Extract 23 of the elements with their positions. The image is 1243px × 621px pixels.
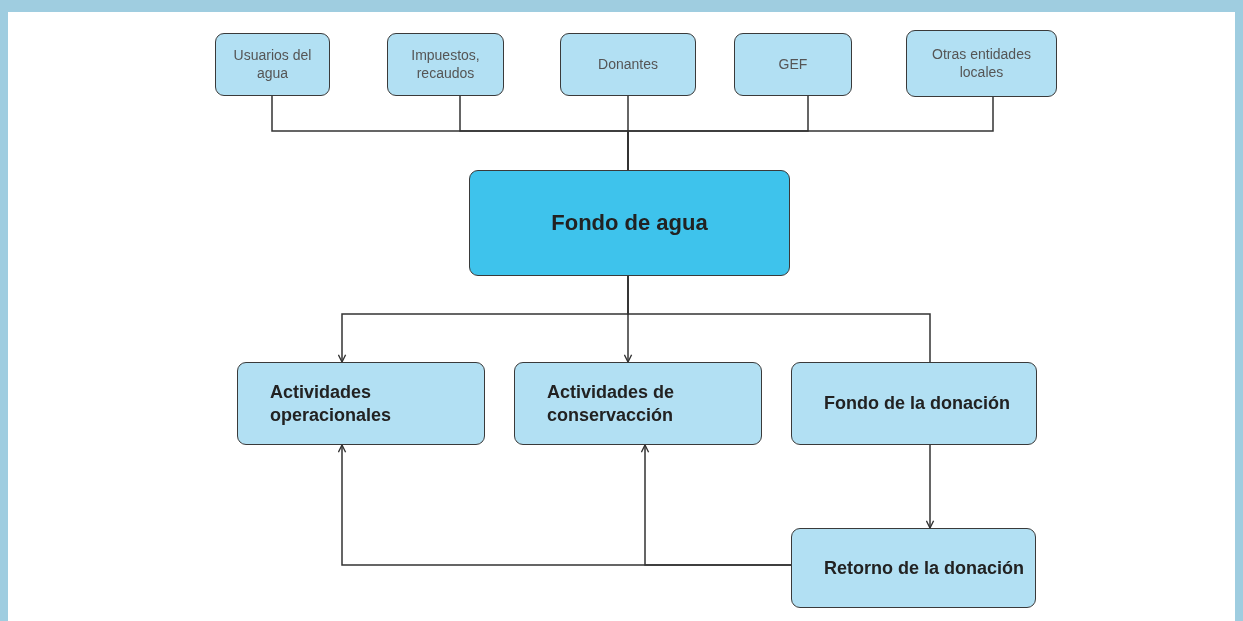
process-box: [387, 33, 504, 96]
process-box: [514, 362, 762, 445]
box-label: Donantes: [598, 55, 658, 74]
process-box: [215, 33, 330, 96]
box-label: Retorno de la donación: [824, 556, 1024, 580]
process-box: [734, 33, 852, 96]
box-label: Impuestos, recaudos: [410, 47, 481, 82]
process-box: [906, 30, 1057, 97]
box-label: Fondo de la donación: [824, 392, 1010, 415]
fund-box: [469, 170, 790, 276]
process-box: [791, 362, 1037, 445]
connector-line: [627, 275, 931, 363]
arrow: [640, 444, 792, 566]
process-box: [560, 33, 696, 96]
box-label: GEF: [778, 55, 808, 74]
process-box: [791, 528, 1036, 608]
box-label: Actividades operacionales: [270, 381, 393, 426]
box-label: Otras entidades locales: [931, 46, 1032, 81]
box-label: Usuarios del agua: [232, 47, 313, 82]
process-box: [237, 362, 485, 445]
box-label: Actividades de conservacción: [547, 381, 676, 426]
arrow: [925, 444, 935, 529]
box-label: Fondo de agua: [551, 209, 708, 237]
